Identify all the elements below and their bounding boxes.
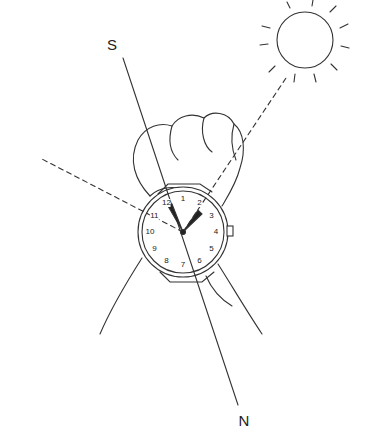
clock-numeral: 6	[197, 257, 201, 265]
clock-numeral: 5	[209, 245, 213, 253]
sun	[277, 12, 333, 68]
clock-numeral: 4	[214, 228, 218, 236]
watch-face	[142, 191, 224, 273]
sun-rays	[260, 0, 349, 82]
south-north-line	[123, 58, 238, 405]
sun-sight-line	[183, 78, 286, 232]
direction-label: S	[105, 36, 119, 53]
clock-numeral: 10	[146, 228, 155, 236]
clock-numeral: 1	[181, 195, 185, 203]
clock-numeral: 12	[162, 199, 171, 207]
clock-numeral: 3	[209, 212, 213, 220]
clock-numeral: 7	[181, 261, 185, 269]
minute-hand	[168, 204, 183, 232]
direction-label: N	[237, 412, 252, 429]
watch-case	[138, 187, 228, 277]
clock-numeral: 9	[152, 245, 156, 253]
clock-numeral: 8	[164, 257, 168, 265]
clock-numeral: 2	[197, 199, 201, 207]
reference-line	[40, 158, 183, 232]
clock-numeral: 11	[150, 212, 158, 220]
forearm-outline	[100, 258, 142, 334]
hour-hand	[183, 210, 202, 232]
